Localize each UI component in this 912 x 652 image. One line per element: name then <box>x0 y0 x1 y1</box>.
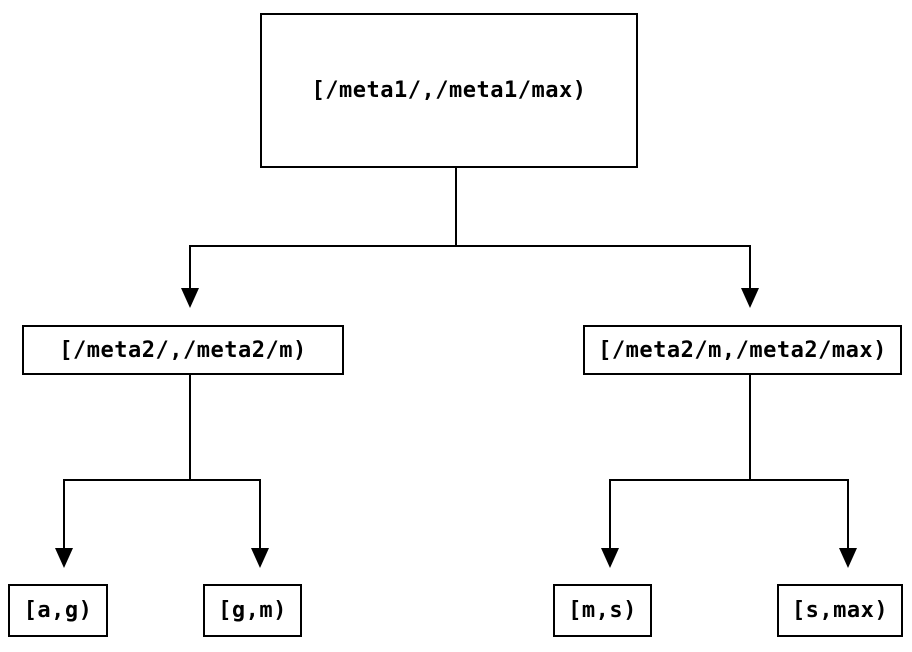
edge-right-child-to-leaf-smax <box>847 479 849 548</box>
edge-left-child-to-leaf-gm <box>259 479 261 548</box>
edge-left-child-to-leaf-ag <box>63 479 65 548</box>
edge-root-to-left-child <box>189 245 191 288</box>
arrow-down-icon <box>839 548 857 568</box>
node-right-child: [/meta2/m,/meta2/max) <box>583 325 902 375</box>
node-root-label: [/meta1/,/meta1/max) <box>311 78 587 103</box>
node-leaf-gm-label: [g,m) <box>218 598 287 623</box>
edge-left-child-stem <box>189 375 191 481</box>
node-leaf-ag-label: [a,g) <box>23 598 93 623</box>
arrow-down-icon <box>251 548 269 568</box>
edge-right-child-horizontal-bar <box>609 479 849 481</box>
arrow-down-icon <box>601 548 619 568</box>
edge-left-child-horizontal-bar <box>63 479 261 481</box>
edge-right-child-to-leaf-ms <box>609 479 611 548</box>
node-leaf-ms-label: [m,s) <box>568 598 637 623</box>
node-left-child-label: [/meta2/,/meta2/m) <box>59 337 307 363</box>
node-leaf-smax-label: [s,max) <box>791 598 889 623</box>
node-right-child-label: [/meta2/m,/meta2/max) <box>598 337 887 363</box>
edge-root-stem <box>455 168 457 247</box>
edge-right-child-stem <box>749 375 751 481</box>
arrow-down-icon <box>741 288 759 308</box>
arrow-down-icon <box>181 288 199 308</box>
node-leaf-ag: [a,g) <box>8 584 108 637</box>
node-leaf-smax: [s,max) <box>777 584 903 637</box>
node-root: [/meta1/,/meta1/max) <box>260 13 638 168</box>
node-left-child: [/meta2/,/meta2/m) <box>22 325 344 375</box>
edge-root-to-right-child <box>749 245 751 288</box>
node-leaf-gm: [g,m) <box>203 584 302 637</box>
arrow-down-icon <box>55 548 73 568</box>
node-leaf-ms: [m,s) <box>553 584 652 637</box>
edge-root-horizontal-bar <box>189 245 751 247</box>
